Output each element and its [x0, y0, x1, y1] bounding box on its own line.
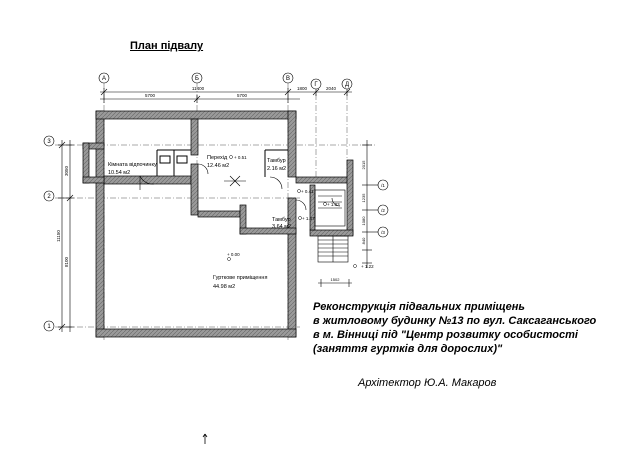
right-dimension-chain: [362, 140, 378, 268]
project-description: Реконструкція підвальних приміщень в жит…: [313, 300, 613, 356]
room-name-vestibule-1: Тамбур: [267, 158, 286, 164]
room-area-hobby: 44.98 м2: [213, 284, 235, 290]
room-area-passage: 12.46 м2: [207, 163, 229, 169]
walls: [82, 110, 354, 338]
architect-name: Архітектор Ю.А. Макаров: [358, 377, 497, 389]
room-area-rest: 10.54 м2: [108, 170, 130, 176]
description-line-1: Реконструкція підвальних приміщень: [313, 301, 525, 313]
stair-dimension: [318, 279, 352, 287]
axis-label-v: В: [286, 76, 290, 82]
dim-right-a: 2015: [361, 160, 366, 170]
axis-label-a: А: [102, 76, 106, 82]
dim-top-bv: 5700: [237, 93, 248, 98]
level-mark-3: + 0.41: [301, 189, 314, 194]
room-area-vestibule-1: 2.16 м2: [267, 166, 286, 172]
level-mark-4: + 1.03: [327, 202, 340, 207]
level-mark-2: + 0.00: [227, 252, 240, 257]
axis-label-3: 3: [47, 139, 51, 145]
dim-top-total: 11400: [192, 86, 205, 91]
axis-label-right-2: /2: [381, 208, 385, 213]
bathroom-partitions: [156, 149, 288, 177]
room-name-rest: Кімната відпочинку: [108, 162, 157, 168]
axis-label-b: Б: [195, 76, 199, 82]
axis-label-2: 2: [47, 194, 51, 200]
level-marks: [227, 155, 357, 268]
dim-right-b: 1235: [361, 193, 366, 203]
dim-left-32: 3050: [64, 165, 69, 176]
axis-label-1: 1: [47, 324, 51, 330]
dim-top-ab: 5700: [145, 93, 156, 98]
level-mark-6: + 1.47: [302, 216, 315, 221]
room-name-passage: Перехід: [207, 155, 228, 161]
axis-label-right-1: /1: [381, 183, 385, 188]
room-name-hobby: Гурткове приміщення: [213, 275, 267, 281]
dim-left-21: 8100: [64, 256, 69, 267]
page-title: План підвалу: [130, 40, 204, 52]
level-mark-5: + 1.22: [361, 264, 374, 269]
level-mark-1: + 0.51: [234, 155, 247, 160]
dim-top-vg: 1800: [297, 86, 308, 91]
dim-top-gd: 2040: [326, 86, 337, 91]
stairs: [314, 189, 349, 263]
dim-right-d: 840: [361, 237, 366, 244]
description-line-2: в житловому будинку №13 по вул. Саксаган…: [313, 315, 597, 327]
room-area-vestibule-2: 3.64 м2: [272, 224, 291, 230]
room-name-vestibule-2: Тамбур: [272, 217, 291, 223]
dim-left-total: 11150: [56, 230, 61, 242]
description-line-3: в м. Вінниці під "Центр розвитку особист…: [313, 329, 578, 341]
doors: [139, 163, 341, 211]
dim-right-c: 1080: [361, 216, 366, 226]
axis-label-right-3: /3: [381, 230, 385, 235]
left-dimension-chain: [58, 140, 74, 332]
top-dimension-chain: [100, 88, 352, 103]
cursor-mark: [202, 433, 208, 444]
dim-bottom-stair: 1502: [331, 277, 341, 282]
description-line-4: (заняття гуртків для дорослих)": [313, 343, 503, 355]
axis-label-g: Г: [314, 82, 318, 88]
axis-bubbles: [43, 72, 389, 332]
axis-label-d: Д: [345, 82, 349, 88]
